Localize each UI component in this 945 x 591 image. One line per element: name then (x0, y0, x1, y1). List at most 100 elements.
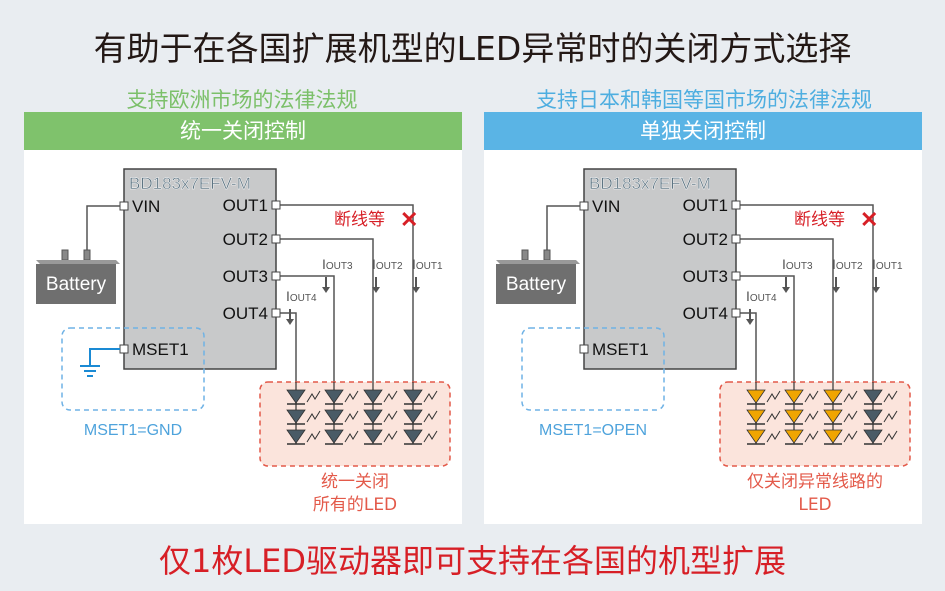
bottom-caption: 仅1枚LED驱动器即可支持在各国的机型扩展 (158, 542, 787, 580)
light-emission-icon (766, 410, 781, 423)
current-label-i2: IOUT2 (832, 256, 863, 272)
pin-out2 (271, 234, 281, 244)
led-diode-icon (746, 389, 766, 404)
wire-out1 (280, 204, 414, 382)
pin-label-out2: OUT2 (223, 230, 268, 249)
panel-header: 单独关闭控制 (484, 112, 922, 150)
light-emission-icon (383, 430, 398, 443)
light-emission-icon (843, 410, 858, 423)
pin-out1 (271, 200, 281, 210)
mset-config-box (521, 327, 665, 411)
light-emission-icon (843, 430, 858, 443)
current-arrow-down-icon (372, 287, 380, 293)
ic-chip-label: BD183x7EFV-M (129, 174, 251, 193)
result-caption-line1: 统一关闭 (321, 472, 389, 492)
circuit-diagram: BD183x7EFV-MVINMSET1OUT1OUT2OUT3OUT4断线等✕… (496, 168, 911, 515)
battery-terminal (61, 249, 69, 261)
led-diode-icon (784, 409, 804, 424)
ic-chip-body (123, 168, 277, 370)
pin-out2 (731, 234, 741, 244)
wire-out4 (280, 312, 297, 382)
led-diode-icon (403, 409, 423, 424)
wire-out2 (740, 238, 834, 382)
current-label-i2: IOUT2 (372, 256, 403, 272)
led-diode-icon (286, 389, 306, 404)
light-emission-icon (423, 410, 438, 423)
light-emission-icon (306, 390, 321, 403)
led-diode-icon (823, 429, 843, 444)
current-arrow-down-icon (872, 287, 880, 293)
page-title: 有助于在各国扩展机型的LED异常时的关闭方式选择 (93, 29, 852, 68)
current-arrow-down-icon (412, 287, 420, 293)
pin-label-out4: OUT4 (683, 304, 728, 323)
light-emission-icon (766, 430, 781, 443)
battery-body (36, 264, 116, 304)
mset-config-box (61, 327, 205, 411)
light-emission-icon (383, 390, 398, 403)
mset-caption: MSET1=OPEN (539, 422, 647, 439)
wire-mset-gnd (89, 348, 120, 365)
current-arrow-down-icon (782, 287, 790, 293)
light-emission-icon (883, 430, 898, 443)
light-emission-icon (306, 430, 321, 443)
battery-label: Battery (46, 274, 107, 295)
current-label-i1: IOUT1 (872, 256, 903, 272)
light-emission-icon (804, 410, 819, 423)
fault-label: 断线等 (334, 210, 385, 230)
wire-out3 (280, 275, 335, 382)
led-diode-icon (863, 389, 883, 404)
pin-label-out2: OUT2 (683, 230, 728, 249)
led-diode-icon (784, 429, 804, 444)
battery-terminal (83, 249, 91, 261)
pin-label-out3: OUT3 (683, 267, 728, 286)
current-arrow-down-icon (286, 319, 294, 325)
battery-top (496, 260, 580, 264)
current-arrow-down-icon (832, 287, 840, 293)
light-emission-icon (883, 410, 898, 423)
led-diode-icon (863, 409, 883, 424)
battery-terminal (543, 249, 551, 261)
pin-label-vin: VIN (132, 197, 160, 216)
light-emission-icon (344, 430, 359, 443)
led-diode-icon (286, 409, 306, 424)
fault-x-icon: ✕ (860, 207, 878, 232)
pin-mset1 (579, 344, 589, 354)
pin-label-mset1: MSET1 (132, 340, 189, 359)
current-label-i3: IOUT3 (782, 256, 813, 272)
result-caption-line2: 所有的LED (313, 495, 397, 515)
result-caption-line1: 仅关闭异常线路的 (747, 472, 883, 492)
light-emission-icon (344, 390, 359, 403)
pin-out4 (271, 308, 281, 318)
wire-out3 (740, 275, 795, 382)
wire-out2 (280, 238, 374, 382)
light-emission-icon (804, 430, 819, 443)
pin-label-out1: OUT1 (223, 196, 268, 215)
wire-vin (86, 205, 120, 252)
fault-label: 断线等 (794, 210, 845, 230)
pin-out3 (271, 271, 281, 281)
pin-out1 (731, 200, 741, 210)
led-diode-icon (324, 409, 344, 424)
led-diode-icon (363, 409, 383, 424)
led-diode-icon (746, 429, 766, 444)
led-diode-icon (324, 389, 344, 404)
wire-out1 (740, 204, 874, 382)
led-diode-icon (363, 389, 383, 404)
led-diode-icon (324, 429, 344, 444)
pin-label-out3: OUT3 (223, 267, 268, 286)
light-emission-icon (423, 390, 438, 403)
light-emission-icon (804, 390, 819, 403)
led-diode-icon (403, 389, 423, 404)
right-subtitle: 支持日本和韩国等国市场的法律法规 (536, 88, 872, 112)
pin-out4 (731, 308, 741, 318)
wire-out4 (740, 312, 757, 382)
light-emission-icon (423, 430, 438, 443)
current-arrow-down-icon (746, 319, 754, 325)
led-diode-icon (403, 429, 423, 444)
led-diode-icon (286, 429, 306, 444)
pin-vin (119, 201, 129, 211)
pin-out3 (731, 271, 741, 281)
panel-header: 统一关闭控制 (24, 112, 462, 150)
